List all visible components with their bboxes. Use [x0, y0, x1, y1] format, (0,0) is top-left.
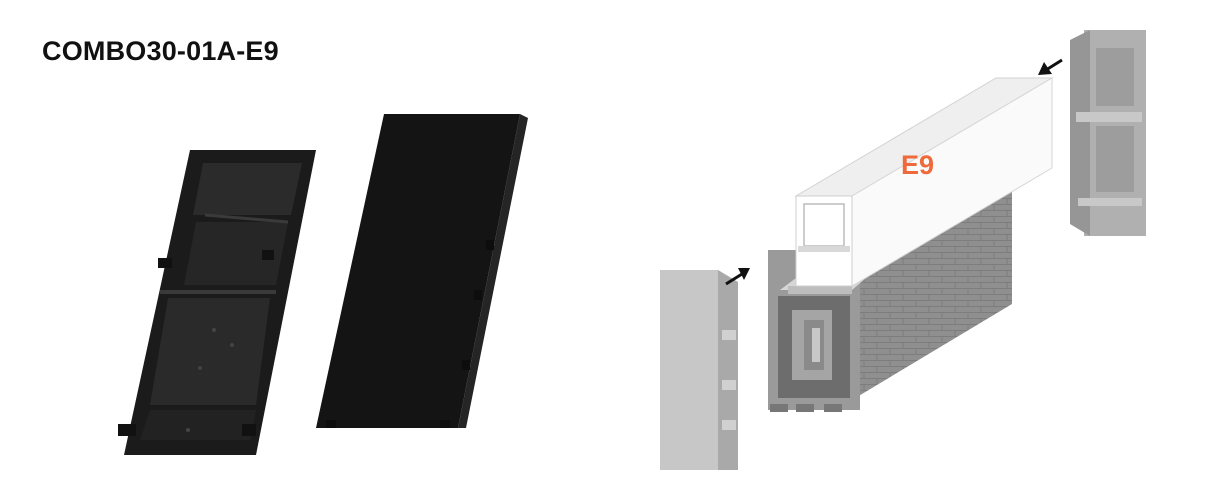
product-title: COMBO30-01A-E9 — [42, 36, 279, 66]
arrow-icon-left — [1038, 58, 1063, 75]
black-end-cap-inner — [118, 150, 316, 455]
black-end-cap-outer — [316, 114, 528, 428]
diffuser-label: E9 — [901, 150, 934, 180]
grey-end-cap-right — [1070, 30, 1146, 236]
grey-end-cap-left — [660, 270, 738, 470]
arrow-icon-right — [725, 268, 750, 286]
diffuser-e9: E9 — [794, 77, 1054, 287]
